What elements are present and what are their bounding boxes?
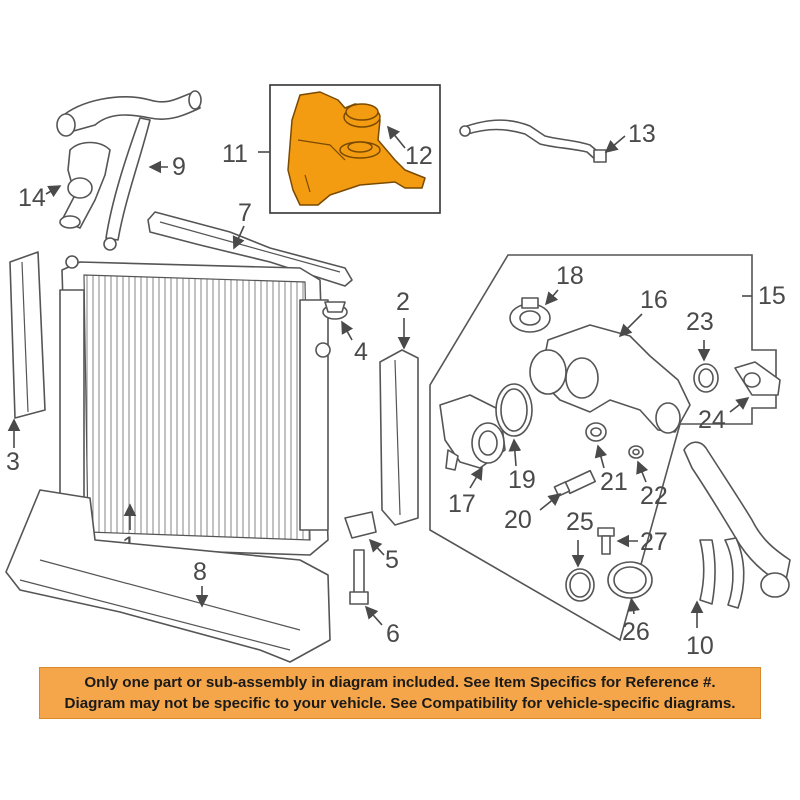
plug-21	[585, 422, 607, 442]
upper-bracket	[147, 211, 353, 287]
temperature-sensor	[349, 549, 369, 605]
seal-19	[495, 383, 533, 437]
water-outlet	[439, 394, 506, 471]
callout-19: 19	[508, 466, 536, 494]
lower-radiator-hose	[683, 441, 791, 609]
thermostat-valve	[509, 297, 551, 333]
callout-20: 20	[504, 506, 532, 534]
callout-14: 14	[18, 184, 46, 212]
callout-8: 8	[193, 558, 207, 586]
gasket-26	[607, 561, 653, 599]
disclaimer-line-1: Only one part or sub-assembly in diagram…	[84, 674, 716, 691]
callout-26: 26	[622, 618, 650, 646]
callout-11: 11	[222, 140, 248, 168]
callout-6: 6	[386, 620, 400, 648]
callout-5: 5	[385, 546, 399, 574]
outlet-pipe	[59, 141, 111, 229]
washer-22	[628, 445, 644, 459]
disclaimer-line-2: Diagram may not be specific to your vehi…	[64, 695, 736, 712]
callout-27: 27	[640, 528, 668, 556]
callout-13: 13	[628, 120, 656, 148]
callout-18: 18	[556, 262, 584, 290]
mount-bracket	[344, 511, 377, 539]
callout-10: 10	[686, 632, 714, 660]
callout-25: 25	[566, 508, 594, 536]
callout-12: 12	[405, 142, 433, 170]
callout-15: 15	[758, 282, 786, 310]
subassembly-15-outline	[429, 254, 777, 642]
callout-16: 16	[640, 286, 668, 314]
callout-4: 4	[354, 338, 368, 366]
callout-7: 7	[238, 199, 252, 227]
o-ring-23	[693, 363, 719, 393]
bolt-27	[597, 527, 615, 555]
callout-24: 24	[698, 406, 726, 434]
upper-radiator-hose	[56, 90, 202, 251]
radiator	[59, 255, 331, 556]
callout-2: 2	[396, 288, 410, 316]
lower-shroud	[5, 489, 331, 663]
callout-17: 17	[448, 490, 476, 518]
callout-9: 9	[172, 153, 186, 181]
temp-sender	[553, 469, 597, 497]
callout-22: 22	[640, 482, 668, 510]
thermostat-housing	[529, 324, 691, 434]
callout-21: 21	[600, 468, 628, 496]
callout-23: 23	[686, 308, 714, 336]
gasket-24	[734, 361, 781, 396]
right-deflector	[379, 349, 419, 526]
o-ring-25	[565, 568, 595, 602]
callout-3: 3	[6, 448, 20, 476]
coolant-reservoir	[287, 91, 426, 206]
disclaimer-banner: Only one part or sub-assembly in diagram…	[39, 667, 761, 719]
left-deflector	[9, 251, 46, 419]
bleed-hose	[459, 119, 607, 163]
grommet	[322, 301, 348, 320]
